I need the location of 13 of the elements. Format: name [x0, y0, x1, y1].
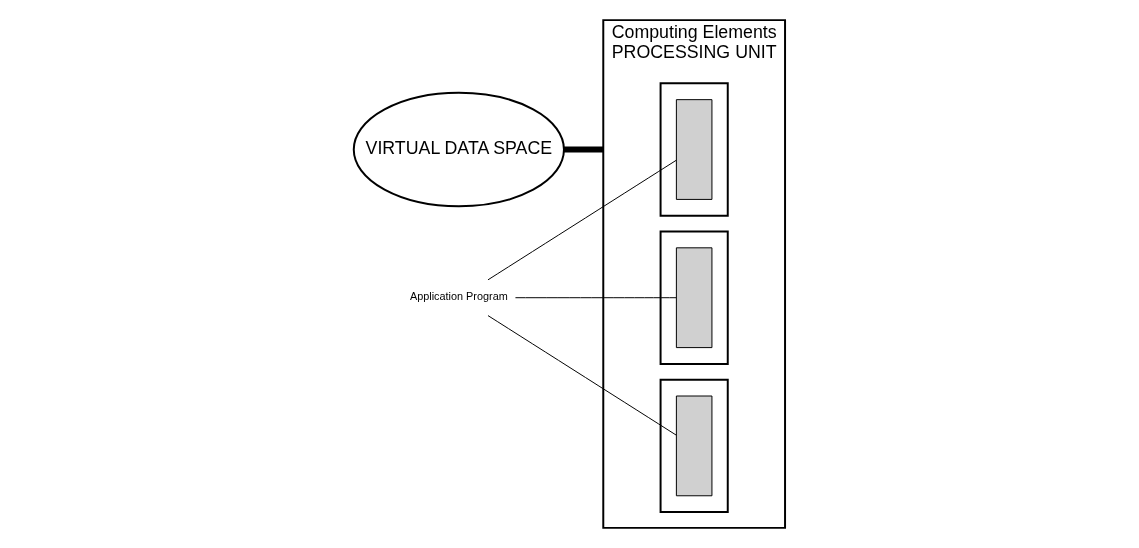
connector	[514, 297, 677, 299]
connector	[487, 315, 677, 436]
cluster: Computing Elements PROCESSING UNIT	[602, 19, 787, 529]
node-ellipse: VIRTUAL DATA SPACE	[352, 91, 565, 208]
cluster	[659, 82, 729, 217]
node-box	[675, 247, 713, 349]
node-box	[675, 99, 713, 200]
cluster	[659, 378, 729, 514]
node-box	[675, 395, 713, 497]
connector	[563, 146, 604, 153]
connector	[487, 159, 677, 281]
cluster	[659, 230, 729, 365]
node-text: Application Program	[409, 290, 508, 303]
